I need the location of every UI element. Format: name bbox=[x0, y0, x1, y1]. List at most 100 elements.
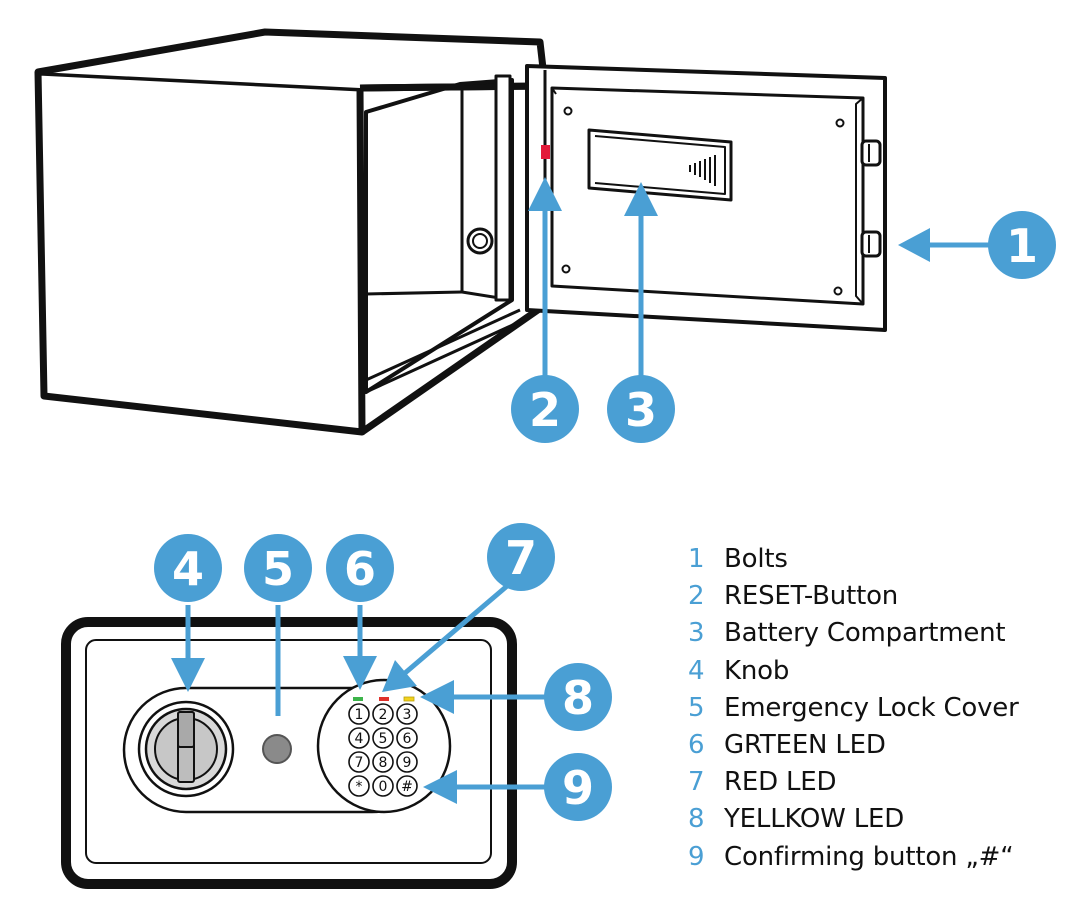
legend-item-reset-button: 2 RESET-Button bbox=[688, 578, 1068, 615]
legend-item-yellow-led: 8 YELLKOW LED bbox=[688, 801, 1068, 838]
keypad-key-label: 9 bbox=[403, 755, 412, 771]
keypad-key-8: 8 bbox=[372, 751, 394, 773]
keypad-key-6: 6 bbox=[396, 727, 418, 749]
callout-number: 9 bbox=[562, 761, 594, 815]
screw-icon bbox=[561, 264, 571, 274]
keypad-key-label: 8 bbox=[379, 755, 388, 771]
keypad-key-9: 9 bbox=[396, 751, 418, 773]
battery-compartment bbox=[587, 128, 733, 202]
legend-number: 3 bbox=[688, 618, 705, 649]
legend-label: Battery Compartment bbox=[724, 618, 1006, 649]
keypad-key-label: 6 bbox=[403, 731, 412, 747]
callout-arrows bbox=[171, 177, 990, 804]
hinge-knob bbox=[466, 227, 494, 255]
callout-badge-2: 2 bbox=[511, 375, 579, 443]
screw-icon bbox=[563, 106, 573, 116]
callout-badge-8: 8 bbox=[544, 663, 612, 731]
keypad-key-3: 3 bbox=[396, 703, 418, 725]
legend-number: 7 bbox=[688, 767, 705, 798]
arrowhead-icon bbox=[423, 770, 457, 804]
safe-body-side bbox=[34, 68, 366, 436]
keypad-key-label: 5 bbox=[379, 731, 388, 747]
arrowhead-icon bbox=[624, 182, 658, 216]
callout-badge-1: 1 bbox=[988, 211, 1056, 279]
arrowhead-icon bbox=[382, 660, 417, 692]
legend-number: 9 bbox=[688, 841, 705, 872]
keypad-key-label: 7 bbox=[355, 755, 364, 771]
legend-item-battery-compartment: 3 Battery Compartment bbox=[688, 615, 1068, 652]
callout-badges: 1 2 3 4 5 6 7 8 bbox=[154, 211, 1056, 821]
legend-number: 4 bbox=[688, 655, 705, 686]
legend: 1 Bolts 2 RESET-Button 3 Battery Compartmen… bbox=[688, 541, 1068, 876]
legend-label: Knob bbox=[724, 655, 790, 686]
bolt bbox=[860, 230, 882, 258]
callout-number: 2 bbox=[529, 383, 561, 437]
keypad-key-7: 7 bbox=[348, 751, 370, 773]
arrowhead-icon bbox=[528, 177, 562, 211]
legend-number: 5 bbox=[688, 692, 705, 723]
screw-icon bbox=[835, 118, 845, 128]
legend-item-emergency-lock-cover: 5 Emergency Lock Cover bbox=[688, 690, 1068, 727]
keypad-key-label: # bbox=[401, 779, 413, 795]
screw-icon bbox=[833, 286, 843, 296]
legend-number: 1 bbox=[688, 544, 705, 574]
legend-number: 8 bbox=[688, 804, 705, 835]
legend-number: 6 bbox=[688, 729, 705, 760]
arrowhead-icon bbox=[420, 680, 454, 714]
reset-button bbox=[541, 145, 550, 159]
legend-label: Bolts bbox=[724, 544, 788, 574]
keypad-key-1: 1 bbox=[348, 703, 370, 725]
arrowhead-icon bbox=[343, 656, 377, 690]
callout-badge-6: 6 bbox=[326, 534, 394, 602]
keypad-key-star: * bbox=[348, 775, 370, 797]
callout-number: 6 bbox=[344, 542, 376, 596]
bolt bbox=[860, 139, 882, 167]
keypad-key-label: 2 bbox=[379, 707, 388, 723]
emergency-lock-cover bbox=[262, 734, 292, 764]
callout-number: 5 bbox=[262, 542, 294, 596]
keypad-key-2: 2 bbox=[372, 703, 394, 725]
keypad-key-label: * bbox=[356, 779, 363, 795]
legend-label: YELLKOW LED bbox=[724, 804, 905, 835]
legend-label: Emergency Lock Cover bbox=[724, 692, 1019, 723]
keypad-key-label: 1 bbox=[355, 707, 364, 723]
callout-badge-9: 9 bbox=[544, 753, 612, 821]
yellow-led bbox=[403, 696, 415, 702]
arrowhead-icon bbox=[171, 658, 205, 692]
callout-number: 4 bbox=[172, 542, 204, 596]
keypad-key-4: 4 bbox=[348, 727, 370, 749]
legend-item-bolts: 1 Bolts bbox=[688, 541, 1068, 578]
callout-badge-7: 7 bbox=[487, 523, 555, 591]
keypad-key-0: 0 bbox=[372, 775, 394, 797]
arrowhead-icon bbox=[898, 228, 930, 262]
legend-item-confirming-button: 9 Confirming button „#“ bbox=[688, 839, 1068, 876]
legend-item-knob: 4 Knob bbox=[688, 653, 1068, 690]
legend-label: GRTEEN LED bbox=[724, 729, 886, 760]
keypad-key-hash: # bbox=[396, 775, 418, 797]
callout-number: 1 bbox=[1006, 219, 1038, 273]
legend-number: 2 bbox=[688, 581, 705, 612]
callout-number: 7 bbox=[505, 531, 537, 585]
legend-item-green-led: 6 GRTEEN LED bbox=[688, 727, 1068, 764]
legend-label: RESET-Button bbox=[724, 581, 899, 612]
legend-item-red-led: 7 RED LED bbox=[688, 764, 1068, 801]
legend-label: Confirming button „#“ bbox=[724, 841, 1014, 872]
callout-badge-5: 5 bbox=[244, 534, 312, 602]
callout-number: 3 bbox=[625, 383, 657, 437]
green-led bbox=[353, 697, 363, 701]
callout-number: 8 bbox=[562, 671, 594, 725]
battery-grip-lines bbox=[689, 155, 716, 186]
callout-badge-4: 4 bbox=[154, 534, 222, 602]
keypad-key-5: 5 bbox=[372, 727, 394, 749]
legend-label: RED LED bbox=[724, 767, 837, 798]
keypad-key-label: 0 bbox=[379, 779, 388, 795]
callout-badge-3: 3 bbox=[607, 375, 675, 443]
keypad-key-label: 3 bbox=[403, 707, 412, 723]
front-panel-inner bbox=[85, 639, 492, 864]
keypad-key-label: 4 bbox=[355, 731, 364, 747]
red-led bbox=[379, 697, 389, 701]
open-safe-illustration bbox=[34, 28, 887, 436]
